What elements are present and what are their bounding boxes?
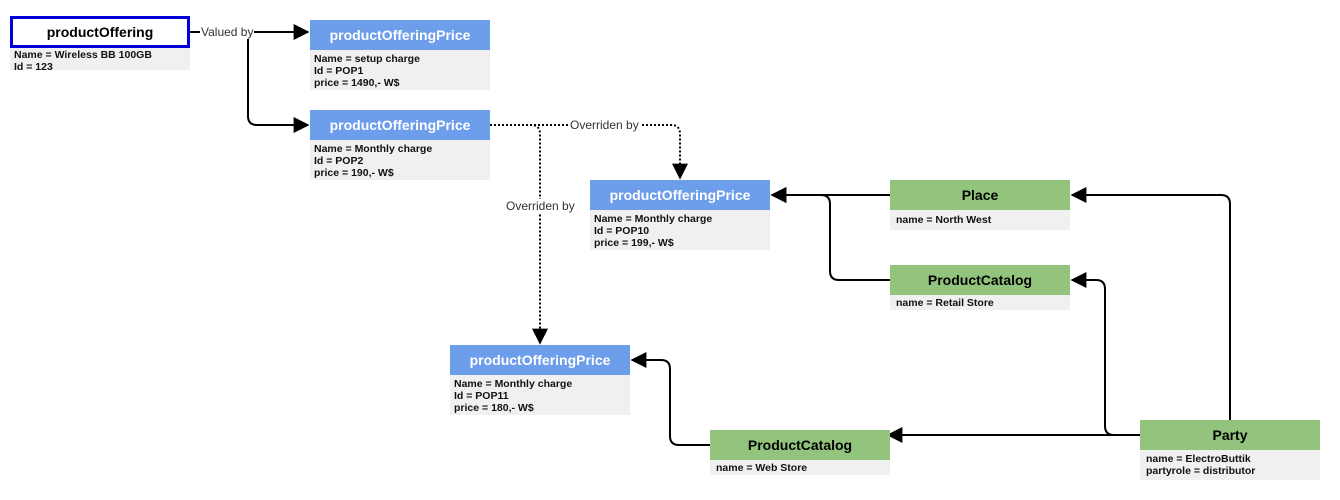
- place-node[interactable]: Place name = North West: [890, 180, 1070, 230]
- edge-label-overriden-by-pop10: Overriden by: [569, 118, 640, 132]
- price-body: Name = Monthly charge Id = POP11 price =…: [450, 375, 630, 415]
- price-title: productOfferingPrice: [450, 345, 630, 375]
- price-field: Id = POP11: [454, 390, 509, 402]
- edge-retail-pop10: [770, 187, 890, 281]
- party-field: partyrole = distributor: [1146, 465, 1256, 477]
- catalog-retail-field: name = Retail Store: [896, 297, 994, 309]
- place-title: Place: [890, 180, 1070, 210]
- edge-overriden-pop11: [490, 124, 548, 345]
- price-node-pop10[interactable]: productOfferingPrice Name = Monthly char…: [590, 180, 770, 250]
- price-field: price = 199,- W$: [594, 237, 674, 249]
- price-field: Id = POP1: [314, 65, 364, 77]
- product-offering-field: Name = Wireless BB 100GB: [14, 49, 152, 61]
- catalog-web-title: ProductCatalog: [710, 430, 890, 460]
- catalog-web-field: name = Web Store: [716, 462, 808, 474]
- edge-party-retail: [1070, 272, 1140, 436]
- place-body: name = North West: [890, 210, 1070, 230]
- price-title: productOfferingPrice: [590, 180, 770, 210]
- price-node-pop11[interactable]: productOfferingPrice Name = Monthly char…: [450, 345, 630, 415]
- price-field: price = 180,- W$: [454, 402, 534, 414]
- price-body: Name = setup charge Id = POP1 price = 14…: [310, 50, 490, 90]
- price-field: Name = setup charge: [314, 53, 420, 65]
- price-node-pop1[interactable]: productOfferingPrice Name = setup charge…: [310, 20, 490, 90]
- catalog-web-body: name = Web Store: [710, 460, 890, 475]
- edge-valued-by-pop2: [247, 32, 310, 133]
- party-title: Party: [1140, 420, 1320, 450]
- edge-label-valued-by: Valued by: [200, 25, 255, 39]
- product-offering-field: Id = 123: [14, 61, 53, 73]
- product-offering-title: productOffering: [10, 16, 190, 48]
- price-field: Name = Monthly charge: [454, 378, 573, 390]
- place-field: name = North West: [896, 214, 992, 226]
- party-node[interactable]: Party name = ElectroButtik partyrole = d…: [1140, 420, 1320, 480]
- price-field: Id = POP2: [314, 155, 364, 167]
- price-title: productOfferingPrice: [310, 110, 490, 140]
- catalog-retail-title: ProductCatalog: [890, 265, 1070, 295]
- price-title: productOfferingPrice: [310, 20, 490, 50]
- product-offering-node[interactable]: productOffering Name = Wireless BB 100GB…: [10, 16, 190, 73]
- catalog-retail-body: name = Retail Store: [890, 295, 1070, 310]
- edge-party-place: [1070, 187, 1231, 420]
- price-body: Name = Monthly charge Id = POP10 price =…: [590, 210, 770, 250]
- price-body: Name = Monthly charge Id = POP2 price = …: [310, 140, 490, 180]
- product-offering-body: Name = Wireless BB 100GB Id = 123: [10, 48, 190, 73]
- price-node-pop2[interactable]: productOfferingPrice Name = Monthly char…: [310, 110, 490, 180]
- party-field: name = ElectroButtik: [1146, 453, 1251, 465]
- price-field: Name = Monthly charge: [594, 213, 713, 225]
- catalog-retail-node[interactable]: ProductCatalog name = Retail Store: [890, 265, 1070, 310]
- edge-overriden-pop10: [490, 124, 688, 180]
- edge-web-pop11: [630, 352, 710, 446]
- price-field: Name = Monthly charge: [314, 143, 433, 155]
- price-field: price = 1490,- W$: [314, 77, 400, 89]
- party-body: name = ElectroButtik partyrole = distrib…: [1140, 450, 1320, 480]
- edge-label-overriden-by-pop11: Overriden by: [505, 199, 576, 213]
- price-field: price = 190,- W$: [314, 167, 394, 179]
- catalog-web-node[interactable]: ProductCatalog name = Web Store: [710, 430, 890, 475]
- price-field: Id = POP10: [594, 225, 650, 237]
